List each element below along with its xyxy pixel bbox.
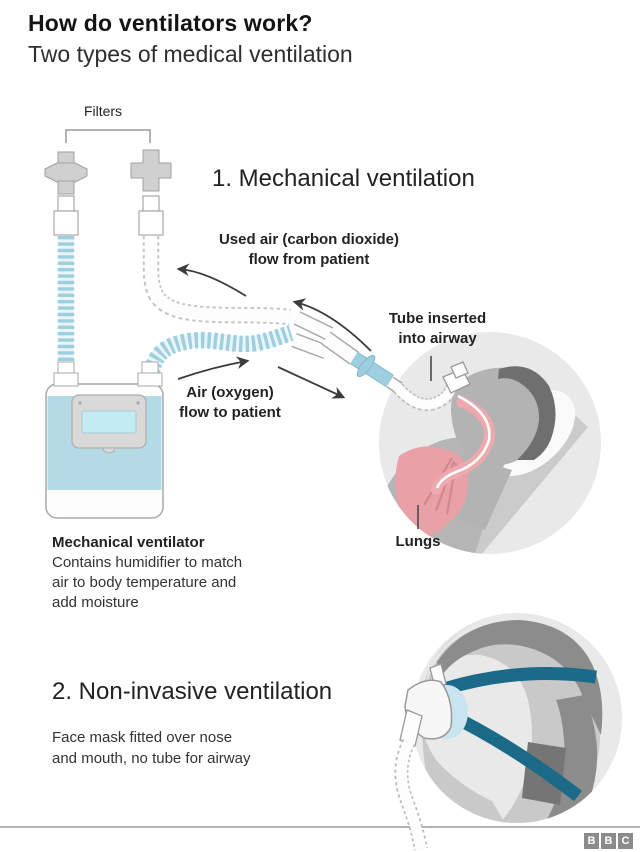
filter-connectors [53, 195, 164, 236]
oxygen-arrow [177, 356, 250, 380]
ventilator-machine [45, 361, 164, 519]
mask-strap-upper [442, 666, 597, 696]
air-oxygen-label: Air (oxygen) flow to patient [179, 384, 281, 421]
tube-inserted-label: Tube inserted into airway [388, 310, 487, 347]
mask-description: Face mask fitted over nose and mouth, no… [52, 729, 251, 767]
face-mask [399, 663, 453, 747]
exhale-tube [142, 236, 291, 326]
mouthpiece [442, 361, 471, 394]
from-patient-arrow [292, 298, 372, 352]
bbc-logo-letter: B [601, 833, 616, 849]
ventilator-caption-title: Mechanical ventilator [52, 534, 205, 551]
machine-control-panel [71, 394, 147, 454]
bbc-logo-letter: B [584, 833, 599, 849]
to-patient-arrow [277, 366, 346, 399]
filter-cross-icon [130, 149, 172, 192]
mask-tube [394, 738, 428, 851]
used-air-label: Used air (carbon dioxide) flow from pati… [218, 231, 400, 268]
filters-bracket [65, 129, 151, 143]
used-air-arrow [176, 263, 247, 297]
filter-disc-icon [44, 151, 88, 195]
lungs-label: Lungs [395, 533, 441, 550]
section2-heading: 2. Non-invasive ventilation [52, 678, 333, 705]
filters-label: Filters [83, 103, 123, 119]
tube-junction [291, 311, 471, 412]
patient-illustration [379, 332, 601, 554]
ventilator-caption: Mechanical ventilator Contains humidifie… [52, 533, 282, 613]
mask-hair-top [437, 620, 603, 735]
mask-illustration [394, 613, 622, 851]
mask-hair-back [545, 695, 598, 823]
bbc-logo-letter: C [618, 833, 633, 849]
catheter-mount-blue [350, 351, 394, 388]
oxygen-to-patient-tube [142, 325, 294, 380]
machine-screen [81, 410, 137, 434]
patient-hair [498, 366, 556, 460]
bbc-logo: B B C [584, 833, 633, 849]
page-title: How do ventilators work? [28, 10, 313, 36]
patient-head [451, 367, 545, 466]
page-subtitle: Two types of medical ventilation [28, 41, 353, 67]
flow-arrows [176, 263, 372, 399]
section1-heading: 1. Mechanical ventilation [212, 165, 475, 192]
airway-illustration [430, 394, 495, 495]
mouth-tube [393, 383, 459, 412]
